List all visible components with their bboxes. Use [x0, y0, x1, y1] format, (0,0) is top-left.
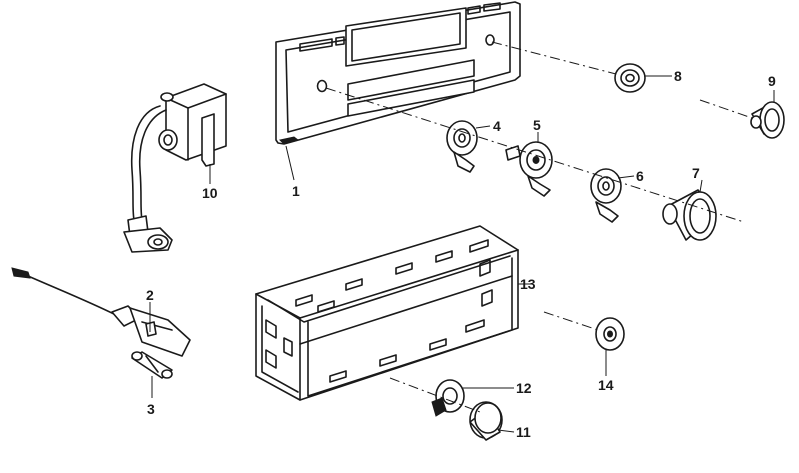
spacer-part-12: [431, 379, 465, 417]
antenna-amplifier-part-10: [123, 83, 227, 253]
callout-2: 2: [146, 287, 154, 303]
callout-4: 4: [493, 118, 501, 134]
fuse-part-3: [131, 351, 173, 379]
callout-14: 14: [598, 377, 614, 393]
callout-1: 1: [292, 183, 300, 199]
callout-leader-lines: [149, 75, 775, 433]
callout-7: 7: [692, 165, 700, 181]
callout-9: 9: [768, 73, 776, 89]
cable-fuse-holder-part-2: [11, 267, 191, 357]
knob-part-11: [469, 401, 503, 441]
spring-washer-part-6: [590, 168, 622, 223]
washer-part-14: [595, 317, 625, 351]
callout-5: 5: [533, 117, 541, 133]
callout-6: 6: [636, 168, 644, 184]
callout-13: 13: [520, 276, 536, 292]
callout-8: 8: [674, 68, 682, 84]
control-knob-part-7: [662, 189, 717, 241]
spring-washer-part-4: [446, 120, 478, 173]
spindle-bushing-part-5: [505, 141, 553, 197]
callout-labels: 1 2 3 4 5 6 7 8 9 10 11 12 13 14: [146, 68, 776, 440]
front-panel-part-1: [275, 1, 521, 145]
callout-11: 11: [516, 424, 531, 440]
assembly-axis-lines: [325, 41, 753, 413]
mounting-frame-part-13: [255, 225, 519, 401]
callout-3: 3: [147, 401, 155, 417]
small-knob-part-9: [750, 101, 785, 139]
bushing-part-8: [614, 63, 646, 93]
callout-12: 12: [516, 380, 532, 396]
callout-10: 10: [202, 185, 218, 201]
